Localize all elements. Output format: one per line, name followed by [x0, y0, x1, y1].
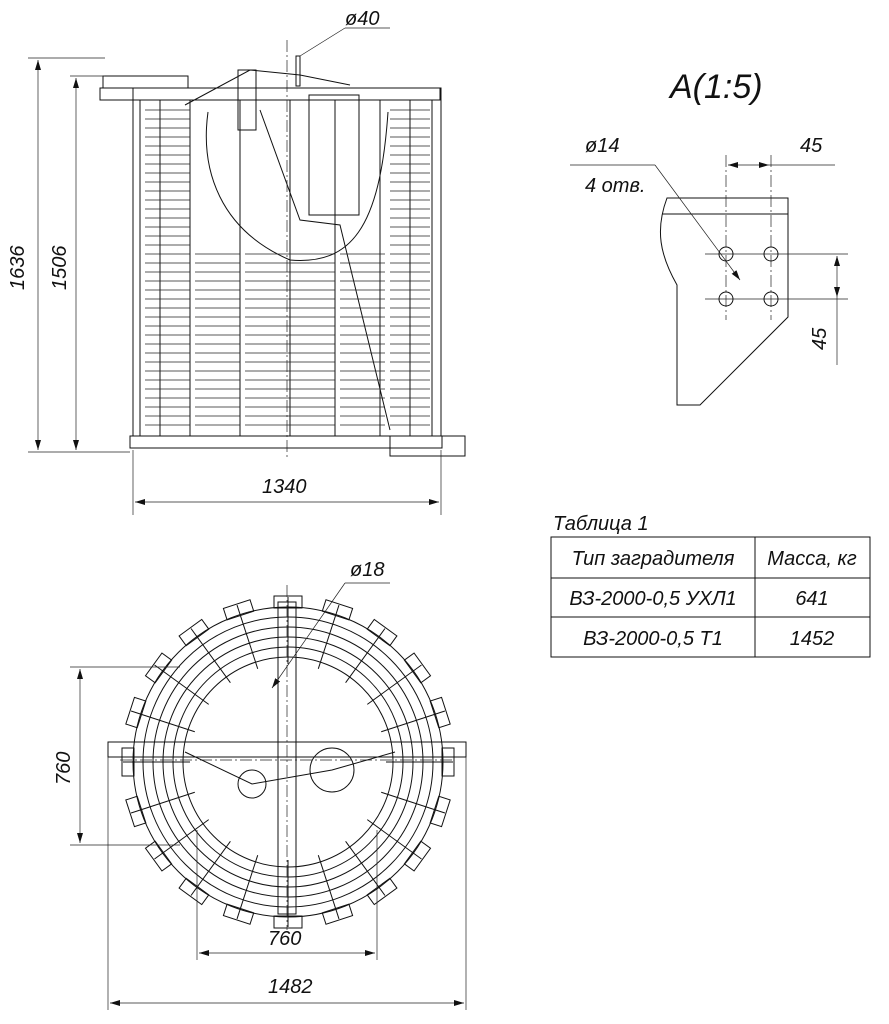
table-header-mass: Масса, кг [767, 548, 857, 570]
height-label: 760 [53, 752, 75, 785]
spacer-bar [381, 710, 446, 733]
spacer-bar [317, 604, 340, 669]
horizontal-spacing-label: 45 [800, 135, 823, 157]
spacer-bar [130, 710, 195, 733]
clamp [366, 877, 398, 906]
spacer-bar [154, 664, 210, 705]
table-cell: 641 [795, 588, 828, 610]
clamp [125, 795, 147, 828]
coil-ring [162, 636, 414, 888]
clamp [403, 840, 432, 872]
spacer-bar [317, 855, 340, 920]
spacer-bar [130, 791, 195, 814]
table-caption: Таблица 1 [553, 513, 649, 535]
detail-title: А(1:5) [668, 68, 763, 106]
clamp [178, 618, 210, 647]
clamp [429, 696, 451, 729]
vertical-spacing-label: 45 [809, 327, 831, 350]
mass-table: Таблица 1 Тип заградителя Масса, кг ВЗ-2… [550, 513, 871, 658]
wave-trap-body [99, 40, 466, 460]
hole-diameter-label: ø14 [585, 135, 619, 157]
clamp [222, 599, 255, 621]
coil-ring [172, 646, 404, 878]
clamp [273, 595, 303, 609]
coil-rings [121, 595, 455, 929]
overall-dimension-label: 1482 [268, 976, 313, 998]
spacer-bar [345, 840, 386, 896]
spacer-bar [236, 604, 259, 669]
coil-ring [152, 626, 424, 898]
spacer-bar [366, 664, 422, 705]
clamp [321, 599, 354, 621]
clamp [429, 795, 451, 828]
spacer-bar [345, 628, 386, 684]
spacer-bar [236, 855, 259, 920]
body-height-label: 1506 [49, 245, 71, 290]
top-view: ø18 760 760 1482 [53, 559, 467, 1010]
width-label: 1340 [262, 476, 307, 498]
total-height-label: 1636 [7, 245, 29, 290]
clamp [125, 696, 147, 729]
front-view: ø40 1636 1506 1340 [7, 8, 466, 515]
inner-dimension-label: 760 [268, 928, 301, 950]
hole-count-label: 4 отв. [585, 175, 645, 197]
table-header-type: Тип заградителя [572, 548, 735, 570]
clamp [121, 747, 135, 777]
spacer-bar [381, 791, 446, 814]
clamp [366, 618, 398, 647]
spacer-bar [366, 819, 422, 860]
clamp [273, 915, 303, 929]
clamp [222, 903, 255, 925]
table-cell: ВЗ-2000-0,5 Т1 [583, 628, 723, 650]
spacer-bar [154, 819, 210, 860]
hole-diameter-label: ø18 [350, 559, 384, 581]
table-cell: ВЗ-2000-0,5 УХЛ1 [569, 588, 736, 610]
detail-view-a: А(1:5) ø14 4 отв. 45 45 [570, 68, 848, 406]
clamp [178, 877, 210, 906]
pipe-diameter-label: ø40 [345, 8, 379, 30]
table-cell: 1452 [790, 628, 835, 650]
clamp [441, 747, 455, 777]
clamp [144, 652, 173, 684]
spacer-bar [190, 628, 231, 684]
clamp [321, 903, 354, 925]
clamp [403, 652, 432, 684]
